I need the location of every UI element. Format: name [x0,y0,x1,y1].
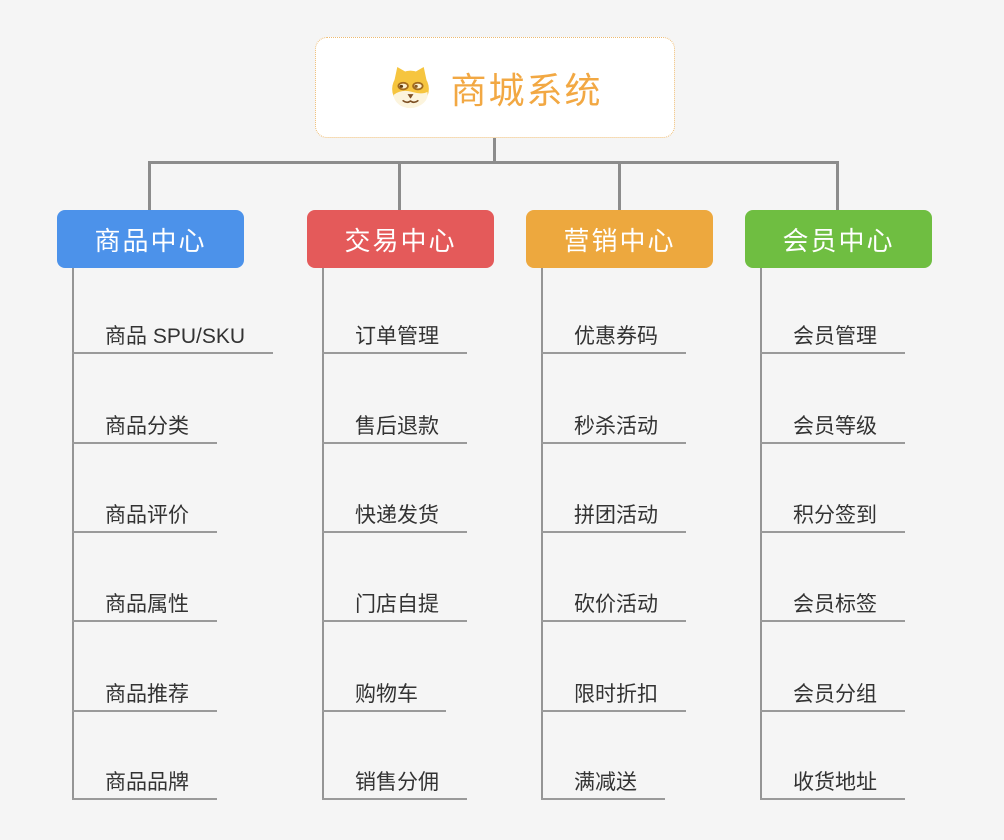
branch-node-trade-center[interactable]: 交易中心 [307,210,494,268]
leaf-node[interactable]: 商品分类 [72,412,217,444]
connector-drop-2 [398,161,401,211]
connector-trunk-3 [541,268,543,800]
connector-root-stem [493,138,496,163]
branch-trade-center: 交易中心 订单管理 售后退款 快递发货 门店自提 购物车 销售分佣 [307,210,494,810]
leaf-node[interactable]: 商品属性 [72,590,217,622]
leaf-node[interactable]: 门店自提 [322,590,467,622]
connector-trunk-2 [322,268,324,800]
leaf-node[interactable]: 订单管理 [322,322,467,354]
leaf-node[interactable]: 秒杀活动 [541,412,686,444]
branch-product-center: 商品中心 商品 SPU/SKU 商品分类 商品评价 商品属性 商品推荐 商品品牌 [57,210,274,810]
leaf-node[interactable]: 会员等级 [760,412,905,444]
leaf-node[interactable]: 砍价活动 [541,590,686,622]
connector-trunk-4 [760,268,762,800]
doge-icon [392,66,430,109]
leaf-node[interactable]: 商品推荐 [72,680,217,712]
leaf-node[interactable]: 优惠券码 [541,322,686,354]
leaf-node[interactable]: 会员管理 [760,322,905,354]
connector-drop-3 [618,161,621,211]
leaf-node[interactable]: 商品品牌 [72,768,217,800]
connector-trunk-1 [72,268,74,800]
leaf-node[interactable]: 快递发货 [322,501,467,533]
connector-bus [148,161,839,164]
leaf-node[interactable]: 售后退款 [322,412,467,444]
branch-node-product-center[interactable]: 商品中心 [57,210,244,268]
leaf-node[interactable]: 限时折扣 [541,680,686,712]
leaf-node[interactable]: 拼团活动 [541,501,686,533]
leaf-node[interactable]: 会员分组 [760,680,905,712]
leaf-node[interactable]: 积分签到 [760,501,905,533]
branch-marketing-center: 营销中心 优惠券码 秒杀活动 拼团活动 砍价活动 限时折扣 满减送 [526,210,713,810]
leaf-node[interactable]: 销售分佣 [322,768,467,800]
leaf-node[interactable]: 会员标签 [760,590,905,622]
branch-node-member-center[interactable]: 会员中心 [745,210,932,268]
root-node-mall-system[interactable]: 商城系统 [315,37,675,138]
root-title: 商城系统 [450,69,603,111]
branch-node-marketing-center[interactable]: 营销中心 [526,210,713,268]
connector-drop-4 [836,161,839,211]
branch-member-center: 会员中心 会员管理 会员等级 积分签到 会员标签 会员分组 收货地址 [745,210,932,810]
leaf-node[interactable]: 收货地址 [760,768,905,800]
leaf-node[interactable]: 商品 SPU/SKU [72,322,274,354]
leaf-node[interactable]: 购物车 [322,680,446,712]
leaf-node[interactable]: 商品评价 [72,501,217,533]
connector-drop-1 [148,161,151,211]
leaf-node[interactable]: 满减送 [541,768,665,800]
